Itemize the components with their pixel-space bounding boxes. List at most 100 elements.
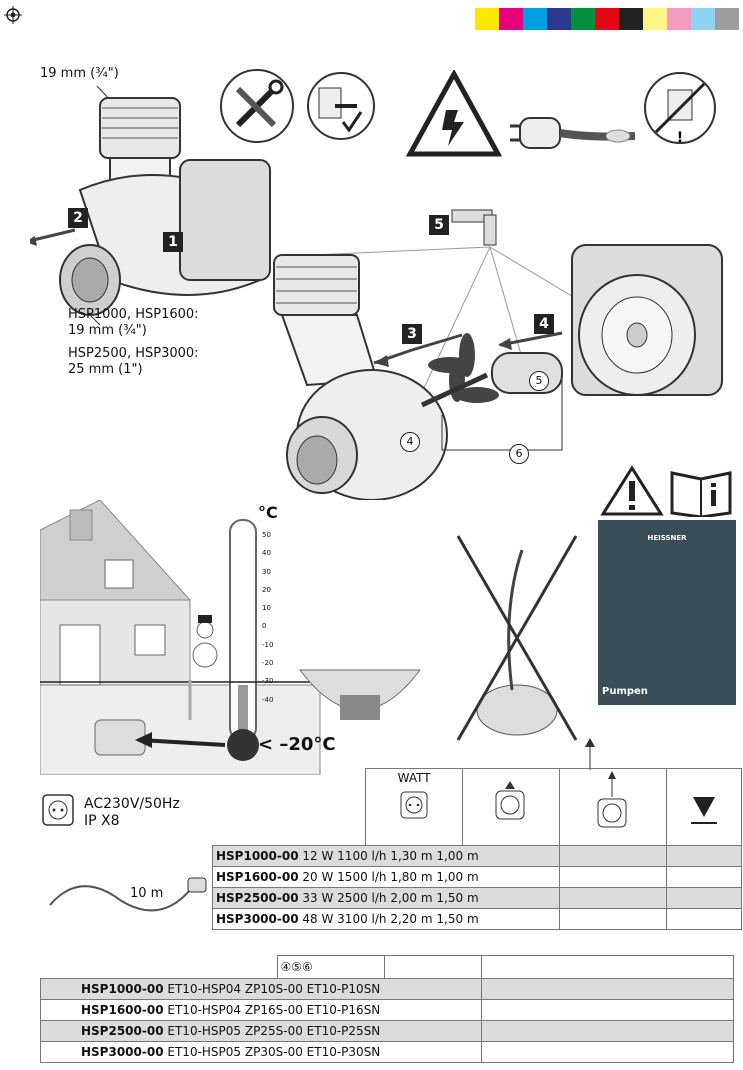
color-swatch (475, 8, 499, 30)
spec-empty-cell (559, 887, 668, 909)
table-row: HSP1600-00 ET10-HSP04 ZP16S-00 ET10-P16S… (40, 999, 734, 1021)
cell-p6: ET10-P10SN (306, 982, 381, 996)
hsp-small-models: HSP1000, HSP1600: (68, 307, 199, 322)
cell-model: HSP1600-00 (216, 870, 299, 884)
table-row: HSP2500-00 ET10-HSP05 ZP25S-00 ET10-P25S… (40, 1020, 734, 1042)
table-row: HSP1000-00 ET10-HSP04 ZP10S-00 ET10-P10S… (40, 978, 734, 1000)
parts-header-model (40, 955, 278, 979)
cell-p4: ET10-HSP04 (167, 982, 242, 996)
temperature-limit-label: < –20°C (258, 734, 336, 755)
hsp-small-size: 19 mm (¾") (68, 323, 147, 338)
spec-empty-cell (666, 908, 742, 930)
parts-table: ④⑤⑥ HSP1000-00 ET10-HSP04 ZP10S-00 ET10-… (40, 955, 734, 1063)
registration-mark-icon (4, 6, 22, 28)
cell-p5: ZP25S-00 (244, 1024, 303, 1038)
cell-model: HSP2500-00 (81, 1024, 164, 1038)
color-swatch (619, 8, 643, 30)
cell-flow: 2500 l/h (337, 891, 387, 905)
parts-row-cell: HSP1000-00 ET10-HSP04 ZP10S-00 ET10-P10S… (40, 978, 482, 1000)
thermometer-tick: -40 (262, 695, 274, 704)
spec-row-cell: HSP2500-00 33 W 2500 l/h 2,00 m 1,50 m (211, 887, 561, 909)
spec-empty-cell (559, 866, 668, 888)
cell-p4: ET10-HSP05 (167, 1024, 242, 1038)
color-swatch (595, 8, 619, 30)
hsp-large-size: 25 mm (1") (68, 362, 143, 377)
color-swatch (499, 8, 523, 30)
spec-header-model (212, 768, 367, 846)
celsius-label: °C (258, 503, 278, 522)
spec-empty-cell (666, 887, 742, 909)
table-row: HSP1600-00 20 W 1500 l/h 1,80 m 1,00 m (211, 866, 742, 888)
frost-storage-illustration (40, 500, 422, 775)
part-4-marker: 4 (400, 432, 420, 452)
table-row: HSP3000-00 48 W 3100 l/h 2,20 m 1,50 m (211, 908, 742, 930)
size-label-top: 19 mm (¾") (40, 66, 119, 81)
read-manual-icon (670, 471, 732, 517)
cell-height: 1,30 m (390, 849, 433, 863)
color-swatch (715, 8, 739, 30)
table-row: HSP3000-00 ET10-HSP05 ZP30S-00 ET10-P30S… (40, 1041, 734, 1063)
hsp-large-models: HSP2500, HSP3000: (68, 346, 199, 361)
cell-model: HSP3000-00 (216, 912, 299, 926)
cable-length: 10 m (130, 886, 164, 901)
color-swatch (691, 8, 715, 30)
cell-p6: ET10-P25SN (306, 1024, 381, 1038)
step-2-badge: 2 (68, 208, 88, 228)
cell-p6: ET10-P16SN (306, 1003, 381, 1017)
parts-empty-cell (480, 999, 734, 1021)
part-5-marker: 5 (529, 371, 549, 391)
parts-empty-cell (480, 978, 734, 1000)
plug-cable-icon (510, 117, 636, 149)
step-4-badge: 4 (534, 314, 554, 334)
thermometer-tick: 40 (262, 549, 271, 558)
spec-header-watt: WATT (365, 768, 464, 846)
cell-depth: 1,50 m (436, 912, 479, 926)
cell-model: HSP1600-00 (81, 1003, 164, 1017)
spec-empty-cell (559, 845, 668, 867)
cell-p5: ZP30S-00 (244, 1045, 303, 1059)
watt-label: WATT (397, 771, 431, 785)
svg-text:!: ! (677, 130, 683, 146)
cell-watt: 33 W (302, 891, 334, 905)
step-5-badge: 5 (429, 215, 449, 235)
cell-depth: 1,00 m (436, 870, 479, 884)
cell-model: HSP1000-00 (81, 982, 164, 996)
unplug-check-icon (307, 72, 375, 140)
catalog-brand: HEISSNER (647, 534, 687, 542)
spec-empty-cell (666, 845, 742, 867)
thermometer-tick: 10 (262, 604, 271, 613)
parts-row-cell: HSP2500-00 ET10-HSP05 ZP25S-00 ET10-P25S… (40, 1020, 482, 1042)
thermometer-tick: -20 (262, 659, 274, 668)
product-catalog: HEISSNER Pumpen (598, 520, 736, 705)
spec-header-depth (666, 768, 742, 846)
thermometer-tick: 50 (262, 531, 271, 539)
tools-icon (220, 69, 294, 143)
table-row: HSP1000-00 12 W 1100 l/h 1,30 m 1,00 m (211, 845, 742, 867)
caution-icon (600, 465, 664, 516)
cell-height: 2,20 m (390, 912, 433, 926)
part-6-marker: 6 (509, 444, 529, 464)
cell-model: HSP1000-00 (216, 849, 299, 863)
color-swatch (571, 8, 595, 30)
cell-height: 1,80 m (390, 870, 433, 884)
max-head-icon (597, 771, 627, 828)
spec-header-head (559, 768, 668, 846)
cell-flow: 1500 l/h (337, 870, 387, 884)
spec-table: WATT HSP1000-00 12 W 1100 l/h 1,30 m 1,0… (211, 768, 742, 930)
step-3-badge: 3 (402, 324, 422, 344)
power-spec: AC230V/50Hz (84, 796, 180, 812)
table-row: HSP2500-00 33 W 2500 l/h 2,00 m 1,50 m (211, 887, 742, 909)
print-color-bar (475, 8, 739, 30)
socket-icon (42, 794, 74, 826)
parts-header-numbers: ④⑤⑥ (276, 955, 385, 979)
thermometer-tick: 0 (262, 622, 267, 631)
spec-row-cell: HSP3000-00 48 W 3100 l/h 2,20 m 1,50 m (211, 908, 561, 930)
parts-empty-cell (480, 1041, 734, 1063)
cell-p5: ZP10S-00 (244, 982, 303, 996)
cell-flow: 1100 l/h (337, 849, 387, 863)
cable-plug-icon (49, 877, 207, 912)
cell-depth: 1,50 m (436, 891, 479, 905)
color-swatch (547, 8, 571, 30)
cell-watt: 20 W (302, 870, 334, 884)
color-swatch (643, 8, 667, 30)
